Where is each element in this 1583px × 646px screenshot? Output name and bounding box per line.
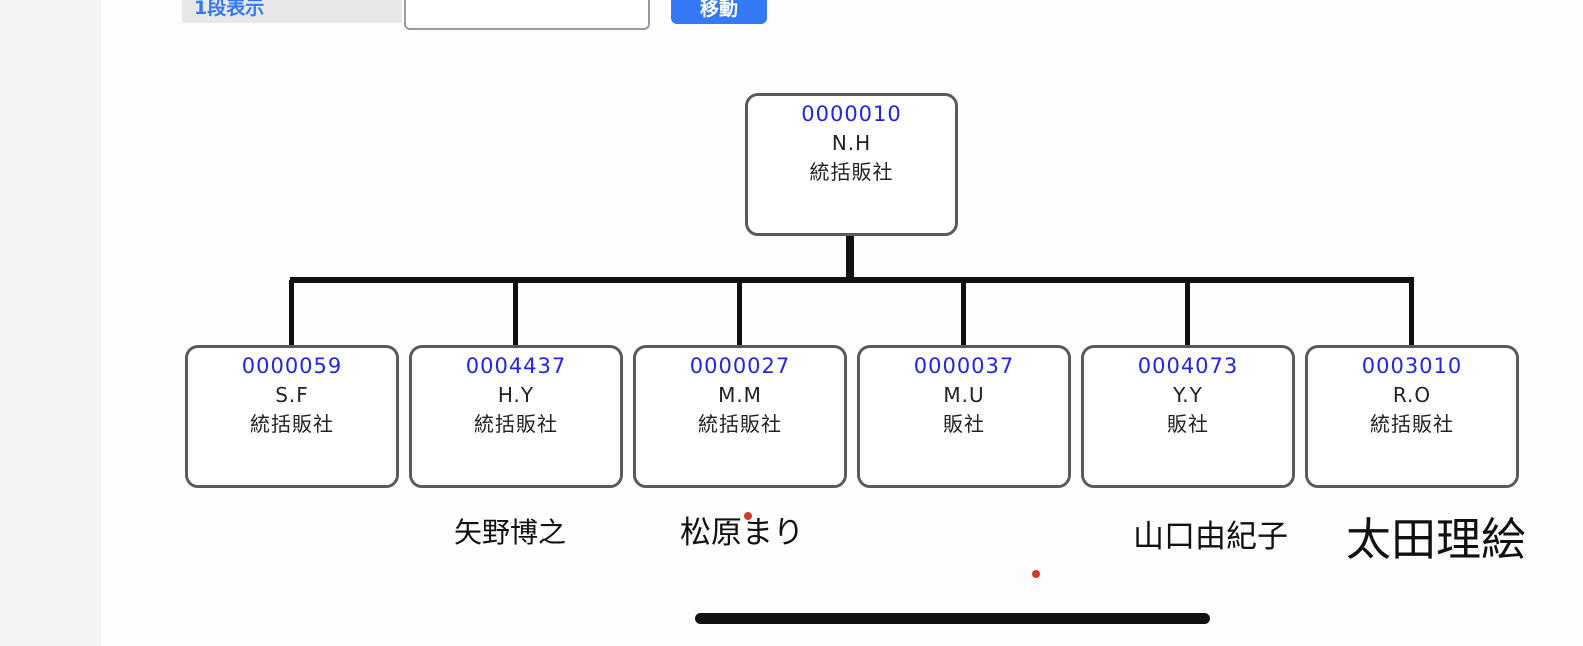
marker-dot xyxy=(1032,570,1040,578)
org-node-child[interactable]: 0004437 H.Y 統括販社 xyxy=(409,345,623,488)
member-id-input[interactable] xyxy=(404,0,650,30)
child-connector xyxy=(737,280,742,346)
child-connector xyxy=(289,280,294,346)
member-rank: 統括販社 xyxy=(474,412,558,436)
child-connector xyxy=(961,280,966,346)
member-initials: S.F xyxy=(275,383,309,407)
member-rank: 販社 xyxy=(1167,412,1209,436)
member-id: 0000037 xyxy=(913,354,1015,378)
display-mode-label: 1段表示 xyxy=(182,0,402,23)
child-connector xyxy=(1409,280,1414,346)
member-id: 0004437 xyxy=(465,354,567,378)
member-rank: 統括販社 xyxy=(698,412,782,436)
child-connector xyxy=(513,280,518,346)
member-initials: M.M xyxy=(718,383,762,407)
member-rank: 統括販社 xyxy=(809,160,894,184)
name-annotation: 山口由紀子 xyxy=(1133,519,1288,555)
name-annotation: 松原まり xyxy=(680,515,804,551)
member-id: 0000027 xyxy=(689,354,791,378)
root-connector xyxy=(846,234,854,280)
member-rank: 統括販社 xyxy=(1370,412,1454,436)
org-node-child[interactable]: 0000059 S.F 統括販社 xyxy=(185,345,399,488)
member-id: 0004073 xyxy=(1137,354,1239,378)
name-annotation: 太田理絵 xyxy=(1346,513,1527,566)
move-button[interactable]: 移動 xyxy=(671,0,767,24)
member-id: 0003010 xyxy=(1361,354,1463,378)
org-node-child[interactable]: 0004073 Y.Y 販社 xyxy=(1081,345,1295,488)
member-initials: M.U xyxy=(943,383,985,407)
marker-dot xyxy=(744,512,752,520)
member-rank: 販社 xyxy=(943,412,985,436)
member-id: 0000010 xyxy=(801,102,902,126)
member-rank: 統括販社 xyxy=(250,412,334,436)
home-indicator[interactable] xyxy=(695,613,1210,624)
member-initials: H.Y xyxy=(497,383,535,407)
member-initials: N.H xyxy=(831,131,872,155)
name-annotation: 矢野博之 xyxy=(454,516,567,549)
org-node-child[interactable]: 0003010 R.O 統括販社 xyxy=(1305,345,1519,488)
member-initials: Y.Y xyxy=(1173,383,1203,407)
member-initials: R.O xyxy=(1392,383,1432,407)
org-node-child[interactable]: 0000037 M.U 販社 xyxy=(857,345,1071,488)
org-node-root[interactable]: 0000010 N.H 統括販社 xyxy=(745,93,958,236)
member-id: 0000059 xyxy=(241,354,343,378)
org-node-child[interactable]: 0000027 M.M 統括販社 xyxy=(633,345,847,488)
horizontal-connector xyxy=(290,277,1414,283)
left-margin-strip xyxy=(0,0,101,646)
child-connector xyxy=(1185,280,1190,346)
